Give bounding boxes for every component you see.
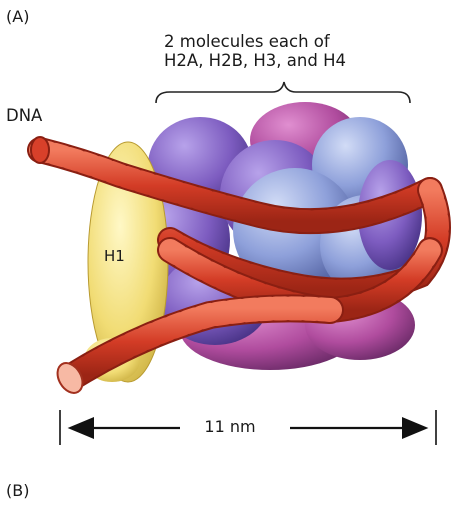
h1-label: H1 xyxy=(104,248,125,265)
histone-caption-line1: 2 molecules each of xyxy=(164,33,346,52)
histone-caption: 2 molecules each of H2A, H2B, H3, and H4 xyxy=(164,33,346,71)
dna-label: DNA xyxy=(6,107,42,126)
panel-b-label: (B) xyxy=(6,482,29,500)
scale-label: 11 nm xyxy=(190,418,270,436)
histone-brace xyxy=(156,82,410,103)
histone-caption-line2: H2A, H2B, H3, and H4 xyxy=(164,52,346,71)
panel-a-label: (A) xyxy=(6,8,29,26)
